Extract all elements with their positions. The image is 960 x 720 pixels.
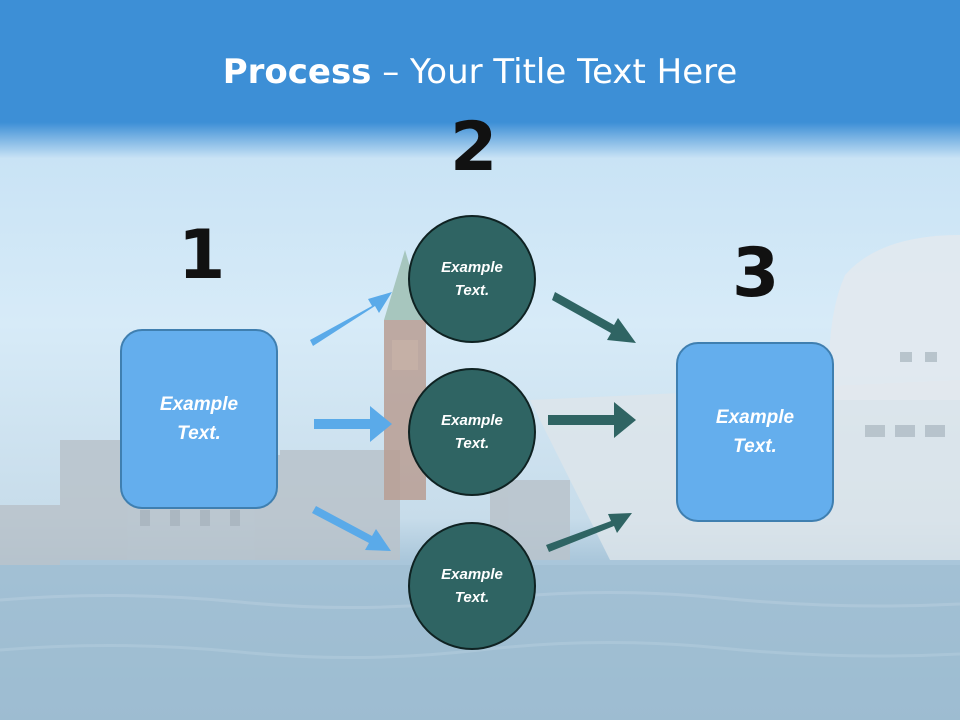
arrow-right-dark [548,402,636,438]
arrow-up-right-dark [546,513,632,552]
step-number-3: 3 [732,234,780,313]
arrows-light [310,292,392,551]
box-right-line2: Text. [733,436,777,457]
circle-bottom-line2: Text. [454,589,490,606]
arrow-up-right [310,292,392,346]
box-left-line1: Example [159,394,239,415]
circle-top-line2: Text. [454,282,490,299]
circle-top-line1: Example [441,259,503,276]
title-bold: Process [222,52,372,92]
arrow-down-right [312,506,391,551]
box-left-line2: Text. [177,423,221,444]
circle-middle-line2: Text. [454,435,490,452]
arrow-right [314,406,392,442]
circle-bottom-line1: Example [441,566,503,583]
arrow-down-right-dark [552,292,636,343]
title-rest: – Your Title Text Here [371,52,738,92]
step-number-2: 2 [450,108,498,187]
arrows-dark [546,292,636,552]
box-right-line1: Example [715,407,795,428]
step-number-1: 1 [178,216,226,295]
circle-middle-line1: Example [441,412,503,429]
slide-title: Process – Your Title Text Here [0,52,960,92]
